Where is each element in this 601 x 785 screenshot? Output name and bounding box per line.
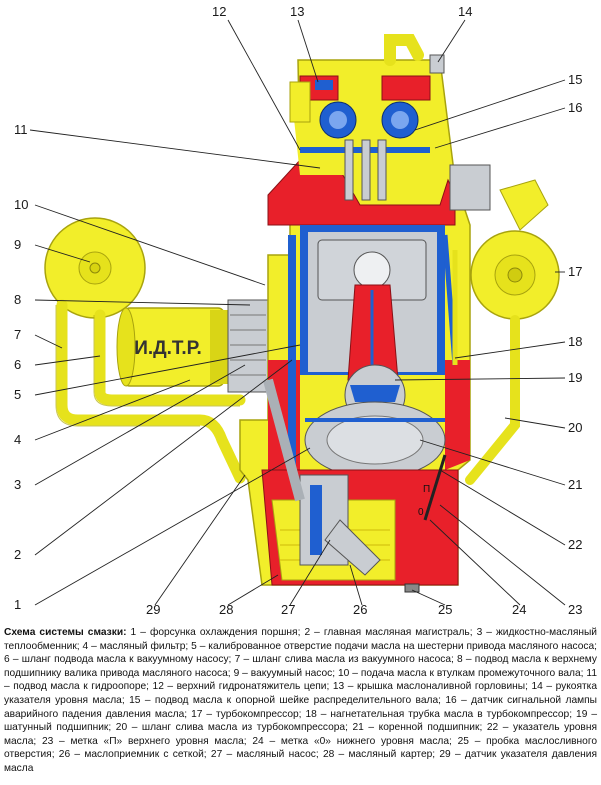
callout-15: 15 (568, 72, 582, 87)
callout-3: 3 (14, 477, 21, 492)
callout-4: 4 (14, 432, 21, 447)
callout-11: 11 (14, 122, 28, 137)
callout-5: 5 (14, 387, 21, 402)
callout-23: 23 (568, 602, 582, 617)
oil-filter: И.Д.Т.Р. (116, 307, 230, 387)
lubrication-system-diagram: И.Д.Т.Р. (14, 4, 582, 617)
callout-9: 9 (14, 237, 21, 252)
vacuum-pump-hoses (56, 299, 246, 484)
filter-label: И.Д.Т.Р. (134, 338, 202, 359)
callout-numbers: 12 13 14 15 16 11 10 9 17 8 7 18 6 19 5 … (14, 4, 582, 617)
callout-1: 1 (14, 597, 21, 612)
callout-19: 19 (568, 370, 582, 385)
callout-25: 25 (438, 602, 452, 617)
callout-12: 12 (212, 4, 226, 19)
callout-17: 17 (568, 264, 582, 279)
engine-block: П 0 (239, 59, 471, 593)
callout-24: 24 (512, 602, 526, 617)
callout-27: 27 (281, 602, 295, 617)
heat-exchanger (227, 299, 269, 393)
svg-text:П: П (423, 484, 430, 495)
callout-2: 2 (14, 547, 21, 562)
callout-16: 16 (568, 100, 582, 115)
callout-21: 21 (568, 477, 582, 492)
callout-18: 18 (568, 334, 582, 349)
callout-10: 10 (14, 197, 28, 212)
callout-8: 8 (14, 292, 21, 307)
callout-20: 20 (568, 420, 582, 435)
callout-26: 26 (353, 602, 367, 617)
filler-cap (289, 80, 333, 123)
callout-13: 13 (290, 4, 304, 19)
callout-14: 14 (458, 4, 472, 19)
dipstick-handle (384, 34, 445, 74)
diagram-caption: Схема системы смазки: 1 – форсунка охлаж… (4, 626, 597, 776)
vacuum-pump (44, 217, 146, 319)
turbocharger (449, 164, 560, 320)
callout-22: 22 (568, 537, 582, 552)
svg-text:0: 0 (418, 507, 424, 518)
callout-lines (29, 19, 566, 606)
callout-6: 6 (14, 357, 21, 372)
caption-title: Схема системы смазки: (4, 627, 127, 638)
callout-7: 7 (14, 327, 21, 342)
callout-28: 28 (219, 602, 233, 617)
caption-text: 1 – форсунка охлаждения поршня; 2 – глав… (4, 627, 597, 774)
callout-29: 29 (146, 602, 160, 617)
